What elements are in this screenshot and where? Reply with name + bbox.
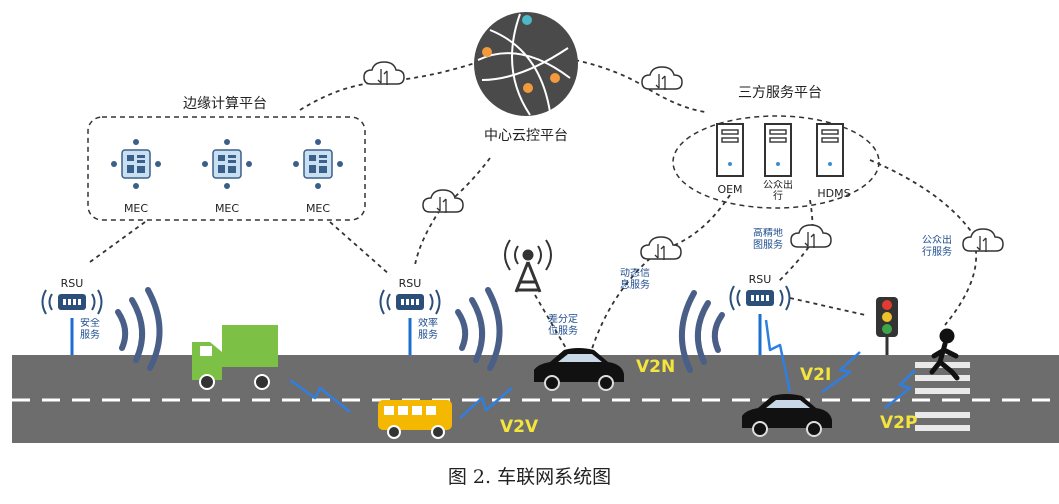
third-platform-ellipse xyxy=(672,115,880,209)
link-center-to-third xyxy=(574,59,706,113)
cloud-icon xyxy=(641,66,683,91)
service-diff-label: 差分定位服务 xyxy=(548,314,578,337)
service-dynamic-wrap: 动态信息服务 xyxy=(620,268,650,291)
service-safety-wrap: 安全服务 xyxy=(80,318,100,341)
link-third-to-car xyxy=(589,194,731,356)
mec-label: MEC xyxy=(215,202,239,215)
bus-icon xyxy=(378,400,452,439)
service-public-wrap: 公众出行服务 xyxy=(922,235,952,258)
server-icon xyxy=(816,123,844,177)
traffic-light-icon xyxy=(876,297,898,355)
center-platform-label: 中心云控平台 xyxy=(484,128,568,144)
cell-tower-icon xyxy=(504,239,552,293)
rsu-device-icon xyxy=(379,289,441,315)
mec-label: MEC xyxy=(124,202,148,215)
cloud-icon xyxy=(962,228,1004,253)
server-label-public-wrap: 公众出行 xyxy=(763,180,793,202)
lightning-links xyxy=(289,319,916,419)
link-label-v2v: V2V xyxy=(500,417,539,437)
service-safety-label: 安全服务 xyxy=(80,318,100,341)
mec-label: MEC xyxy=(306,202,330,215)
mec-server-icon xyxy=(292,138,344,190)
link-mec3-to-rsu2 xyxy=(329,221,391,276)
server-label-oem: OEM xyxy=(717,183,742,196)
service-diff-wrap: 差分定位服务 xyxy=(548,314,578,337)
broadcast-waves xyxy=(115,287,725,373)
server-icon xyxy=(716,123,744,177)
link-label-v2n: V2N xyxy=(636,357,675,377)
cloud-icon xyxy=(422,189,464,214)
rsu-label: RSU xyxy=(749,273,772,286)
center-globe xyxy=(474,12,578,116)
third-platform-label: 三方服务平台 xyxy=(738,85,822,101)
rsu-device-icon xyxy=(729,285,791,311)
cloud-icon xyxy=(363,61,405,86)
service-efficiency-wrap: 效率服务 xyxy=(418,318,438,341)
service-dynamic-label: 动态信息服务 xyxy=(620,268,650,291)
service-hdmap-wrap: 高精地图服务 xyxy=(753,228,783,251)
cloud-icon xyxy=(640,236,682,261)
link-label-v2i: V2I xyxy=(800,365,831,385)
server-label-hdms: HDMS xyxy=(817,187,850,200)
pedestrian-icon xyxy=(929,328,960,381)
server-label-public: 公众出行 xyxy=(763,180,793,202)
service-hdmap-label: 高精地图服务 xyxy=(753,228,783,251)
rsu-label: RSU xyxy=(399,277,422,290)
server-icon xyxy=(764,123,792,177)
link-third-to-pedestrian xyxy=(869,159,977,326)
service-efficiency-label: 效率服务 xyxy=(418,318,438,341)
mec-server-icon xyxy=(201,138,253,190)
link-tower-to-car xyxy=(534,294,571,356)
link-mec1-to-rsu1 xyxy=(89,221,146,263)
cloud-icon xyxy=(790,224,832,249)
mec-server-icon xyxy=(110,138,162,190)
rsu-device-icon xyxy=(41,289,103,315)
service-public-label: 公众出行服务 xyxy=(922,235,952,258)
rsu-label: RSU xyxy=(61,277,84,290)
link-third-to-rsu3 xyxy=(777,199,814,283)
link-label-v2p: V2P xyxy=(880,413,917,433)
figure-caption: 图 2. 车联网系统图 xyxy=(447,466,612,488)
truck-icon xyxy=(192,325,278,390)
edge-platform-label: 边缘计算平台 xyxy=(183,96,267,112)
link-rsu3-to-signal xyxy=(789,297,866,316)
edge-platform-box xyxy=(87,116,366,221)
